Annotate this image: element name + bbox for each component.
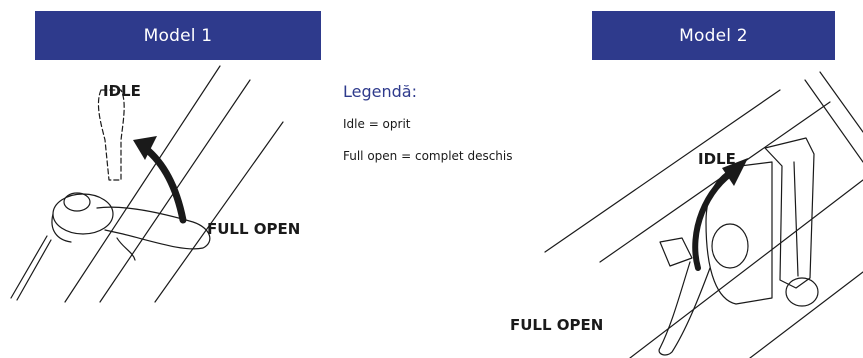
model-2-idle-label: IDLE xyxy=(698,150,736,168)
hex-nut xyxy=(659,237,693,267)
model-2-full-open-label: FULL OPEN xyxy=(510,316,603,334)
idle-lever-outline xyxy=(97,89,125,181)
rotation-arrow-head xyxy=(722,158,748,186)
full-open-handle xyxy=(658,261,711,356)
lever-edge xyxy=(793,161,799,277)
hub-base xyxy=(51,213,72,243)
legend: Legendă: Idle = oprit Full open = comple… xyxy=(343,82,583,181)
cable xyxy=(16,239,52,301)
rotation-arrow-shaft xyxy=(692,167,739,271)
lever-nut xyxy=(63,192,91,212)
rail-line xyxy=(154,121,284,303)
model-1-throttle-lever-illustration: IDLE FULL OPEN xyxy=(10,65,300,303)
legend-title: Legendă: xyxy=(343,82,417,101)
model-1-full-open-label: FULL OPEN xyxy=(207,220,300,238)
rail-line xyxy=(629,179,863,358)
lever-body xyxy=(764,137,815,289)
model-1-idle-label: IDLE xyxy=(103,82,141,100)
rotation-arrow-shaft xyxy=(141,144,187,224)
rail-line xyxy=(599,101,831,263)
legend-item-full-open: Full open = complet deschis xyxy=(343,149,513,163)
full-open-lever xyxy=(96,206,211,250)
cable-line xyxy=(819,71,863,133)
model-1-title: Model 1 xyxy=(143,25,213,46)
cable xyxy=(10,235,48,299)
model-2-header: Model 2 xyxy=(592,11,835,60)
lever-hub xyxy=(52,193,114,235)
rail-line xyxy=(749,271,863,358)
lever-knob xyxy=(785,277,819,307)
legend-item-idle: Idle = oprit xyxy=(343,117,411,131)
model-2-title: Model 2 xyxy=(679,25,748,46)
housing-boss xyxy=(711,223,749,269)
model-1-header: Model 1 xyxy=(35,11,321,60)
rail-line xyxy=(64,65,221,303)
rail-line xyxy=(544,89,781,253)
model-2-throttle-lever-illustration: IDLE FULL OPEN xyxy=(510,71,863,358)
cable-line xyxy=(804,79,863,163)
rotation-arrow-head xyxy=(133,136,157,160)
lever-bracket xyxy=(116,237,136,261)
